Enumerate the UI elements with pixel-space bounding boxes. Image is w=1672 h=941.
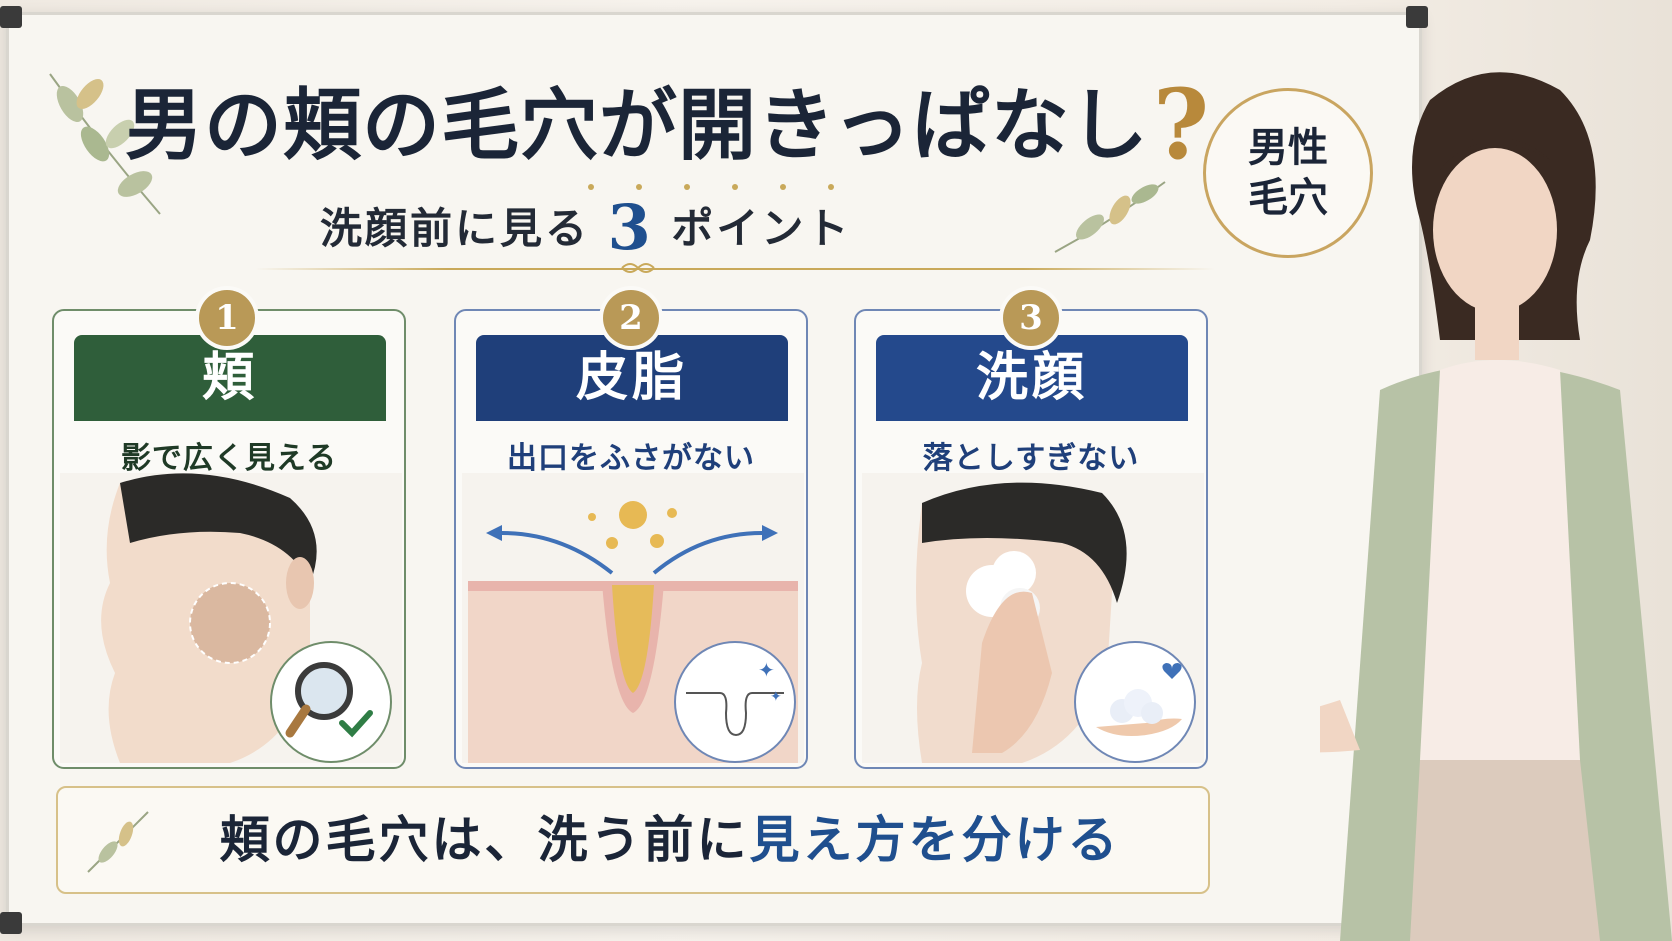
summary-text: 頬の毛穴は、洗う前に見え方を分ける [170, 788, 1170, 892]
cheek-shadow-illustration [60, 473, 402, 763]
board-corner [1406, 6, 1428, 28]
card-caption: 出口をふさがない [507, 441, 755, 476]
magnifier-check-inset [270, 641, 392, 763]
badge-line-1: 男性 [1248, 124, 1328, 171]
foam-hand-inset [1074, 641, 1196, 763]
card-number: 3 [1003, 290, 1059, 346]
pore-sparkle-inset: ✦ ✦ [674, 641, 796, 763]
svg-text:✦: ✦ [758, 658, 775, 682]
question-mark: ? [1152, 68, 1211, 181]
card-title: 洗顔 [876, 335, 1188, 421]
pore-sparkle-icon: ✦ ✦ [686, 658, 784, 737]
card-caption: 落としすぎない [922, 441, 1140, 476]
magnifier-check-icon [285, 662, 373, 738]
divider-ornament-icon [621, 263, 655, 273]
leaf-branch-icon [87, 811, 149, 873]
subtitle-prefix: 洗顔前に見る [320, 204, 591, 253]
card-number: 1 [199, 290, 255, 346]
subtitle-number: 3 [607, 191, 654, 264]
main-title-text: 男の頬の毛穴が開きっぱなし [125, 80, 1149, 171]
decorative-dots [588, 184, 888, 194]
point-card-2: 皮脂 出口をふさがない ✦ ✦ [454, 309, 808, 769]
card-caption: 影で広く見える [120, 441, 338, 476]
card-title: 皮脂 [476, 335, 788, 421]
sebum-pore-illustration [462, 473, 804, 763]
main-title: 男の頬の毛穴が開きっぱなし? [125, 70, 1209, 180]
foam-hand-icon [1096, 663, 1182, 736]
face-washing-illustration [862, 473, 1204, 763]
summary-text-highlight: 見え方を分ける [749, 810, 1121, 869]
category-badge: 男性 毛穴 [1203, 88, 1373, 258]
card-title: 頬 [74, 335, 386, 421]
summary-text-start: 頬の毛穴は、洗う前に [219, 810, 750, 869]
leaf-branch-icon [1054, 181, 1166, 253]
board-corner [0, 6, 22, 28]
board-corner [0, 912, 22, 934]
subtitle-suffix: ポイント [671, 204, 852, 253]
point-card-3: 洗顔 落としすぎない [854, 309, 1208, 769]
presenter-woman-illustration [1320, 72, 1672, 941]
badge-line-2: 毛穴 [1248, 174, 1328, 221]
svg-text:✦: ✦ [770, 689, 782, 705]
leaf-branch-icon [49, 73, 161, 215]
subtitle: 洗顔前に見る 3 ポイント [320, 195, 960, 261]
summary-banner: 頬の毛穴は、洗う前に見え方を分ける [56, 786, 1210, 894]
point-card-1: 頬 影で広く見える [52, 309, 406, 769]
card-number: 2 [603, 290, 659, 346]
divider-rule [255, 268, 1215, 270]
